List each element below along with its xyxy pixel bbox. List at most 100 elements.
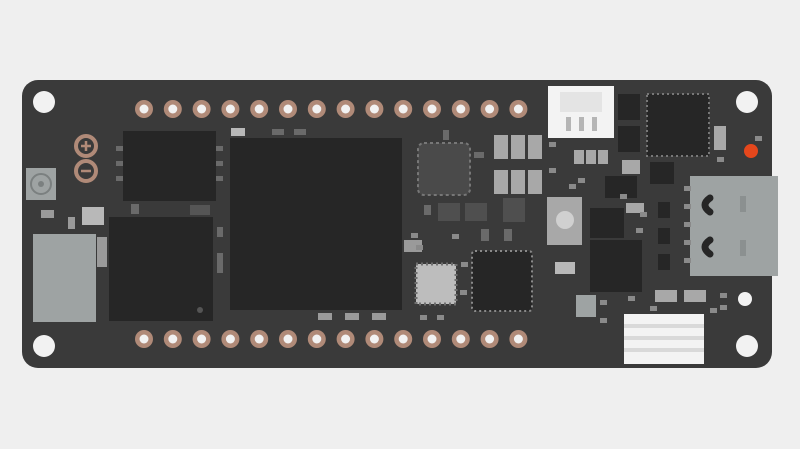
smd-component bbox=[626, 203, 644, 213]
tiny-smd-part bbox=[600, 300, 607, 305]
header-pin-hole bbox=[513, 334, 523, 344]
smd-component bbox=[272, 129, 284, 135]
charger-chip bbox=[646, 93, 710, 157]
header-pin-hole bbox=[168, 104, 178, 114]
tiny-smd-part bbox=[650, 306, 657, 311]
small-hole bbox=[738, 292, 752, 306]
sensor-chip bbox=[414, 262, 458, 306]
capacitor-group bbox=[494, 135, 542, 194]
tiny-smd-part bbox=[636, 228, 643, 233]
tiny-smd-part bbox=[578, 178, 585, 183]
smd-component bbox=[190, 205, 210, 215]
transistor-chip bbox=[590, 208, 624, 238]
header-pin-hole bbox=[139, 334, 149, 344]
smd-component bbox=[574, 150, 584, 164]
tiny-smd-part bbox=[720, 293, 727, 298]
tiny-smd-part bbox=[720, 305, 727, 310]
tiny-smd-part bbox=[640, 212, 647, 217]
smd-component bbox=[503, 198, 525, 222]
smd-component bbox=[714, 126, 726, 150]
header-pin-hole bbox=[197, 334, 207, 344]
tiny-smd-part bbox=[717, 157, 724, 162]
rf-shield bbox=[33, 234, 96, 322]
header-pin-hole bbox=[168, 334, 178, 344]
smd-component bbox=[345, 313, 359, 320]
smd-component bbox=[658, 228, 670, 244]
tiny-smd-part bbox=[684, 186, 691, 191]
smd-component bbox=[41, 210, 54, 218]
usb-bridge-chip bbox=[590, 240, 642, 292]
smd-component bbox=[217, 253, 223, 273]
header-pin-hole bbox=[283, 104, 293, 114]
regulator-chip bbox=[605, 176, 637, 198]
smd-component bbox=[504, 229, 512, 241]
striped-label-component bbox=[624, 314, 704, 364]
tiny-smd-part bbox=[620, 194, 627, 199]
header-pin-hole bbox=[398, 104, 408, 114]
header-pin-hole bbox=[369, 334, 379, 344]
header-pin-hole bbox=[427, 104, 437, 114]
header-pin-hole bbox=[341, 334, 351, 344]
smd-component bbox=[231, 128, 245, 136]
header-pin-hole bbox=[398, 334, 408, 344]
mosfet-chip bbox=[618, 126, 640, 152]
regulator-chip bbox=[650, 162, 674, 184]
header-pin-hole bbox=[485, 334, 495, 344]
header-pin-hole bbox=[312, 104, 322, 114]
microcontroller-chip bbox=[230, 138, 402, 310]
status-led bbox=[744, 144, 758, 158]
header-pin-hole bbox=[427, 334, 437, 344]
smd-component bbox=[438, 203, 460, 221]
smd-component bbox=[684, 290, 706, 302]
tiny-smd-part bbox=[452, 234, 459, 239]
tiny-smd-parts bbox=[411, 136, 762, 323]
tiny-smd-part bbox=[420, 315, 427, 320]
smd-component bbox=[658, 202, 670, 218]
smd-component bbox=[655, 290, 677, 302]
mounting-hole-bottom-left bbox=[33, 335, 55, 357]
smd-component bbox=[622, 160, 640, 174]
smd-component bbox=[97, 237, 107, 267]
header-pin-hole bbox=[369, 104, 379, 114]
tiny-smd-part bbox=[569, 184, 576, 189]
smd-component bbox=[598, 150, 608, 164]
tiny-smd-part bbox=[460, 290, 467, 295]
mounting-holes bbox=[33, 91, 758, 357]
tiny-smd-part bbox=[628, 296, 635, 301]
smd-component bbox=[68, 217, 75, 229]
smd-component bbox=[443, 130, 449, 140]
header-pin-hole bbox=[225, 334, 235, 344]
tiny-smd-part bbox=[461, 262, 468, 267]
antenna-connector bbox=[26, 168, 56, 200]
header-pin-hole bbox=[456, 334, 466, 344]
flash-memory-chip bbox=[116, 131, 223, 201]
tiny-smd-part bbox=[437, 315, 444, 320]
smd-component bbox=[131, 204, 139, 214]
header-pin-hole bbox=[225, 104, 235, 114]
power-management-chip bbox=[471, 250, 533, 312]
smd-component bbox=[658, 254, 670, 270]
smd-component bbox=[576, 295, 596, 317]
usb-c-connector[interactable] bbox=[690, 176, 778, 276]
header-pins-bottom bbox=[135, 330, 528, 348]
header-pin-hole bbox=[197, 104, 207, 114]
smd-component bbox=[217, 227, 223, 237]
tiny-smd-part bbox=[416, 245, 423, 250]
mounting-hole-top-right bbox=[736, 91, 758, 113]
tiny-smd-part bbox=[600, 318, 607, 323]
tiny-smd-part bbox=[684, 204, 691, 209]
smd-component bbox=[294, 129, 306, 135]
header-pin-hole bbox=[456, 104, 466, 114]
mounting-hole-bottom-right bbox=[736, 335, 758, 357]
header-pin-hole bbox=[139, 104, 149, 114]
smd-component bbox=[586, 150, 596, 164]
battery-connector[interactable] bbox=[548, 86, 614, 138]
wifi-module-chip bbox=[109, 217, 213, 321]
smd-component bbox=[424, 205, 431, 215]
mosfet-chip bbox=[618, 94, 640, 120]
reset-button[interactable] bbox=[547, 197, 582, 245]
arduino-infinity-logo bbox=[74, 134, 98, 183]
header-pins-top bbox=[135, 100, 528, 118]
